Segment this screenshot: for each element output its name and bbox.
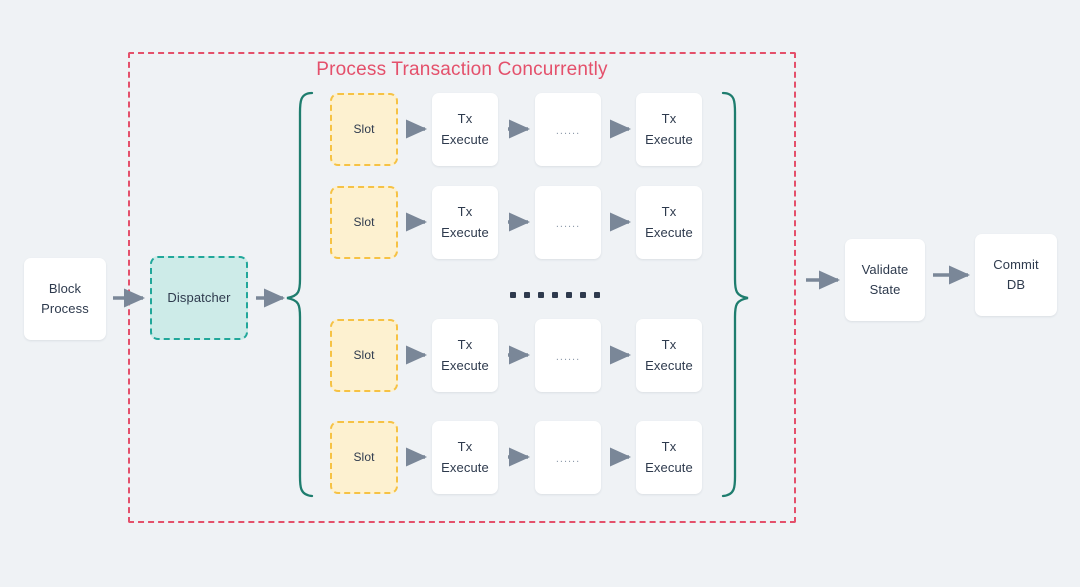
- lane-4-slot[interactable]: Slot: [330, 421, 398, 494]
- lane-2-ellipsis-card[interactable]: ......: [535, 186, 601, 259]
- lane-2-tx-execute-1[interactable]: Tx Execute: [432, 186, 498, 259]
- commit-db-label-line2: DB: [1006, 277, 1026, 292]
- block-process-node[interactable]: Block Process: [24, 258, 106, 340]
- lane-2-slot[interactable]: Slot: [330, 186, 398, 259]
- validate-state-label-line2: State: [869, 282, 901, 297]
- lane-2-tx-execute-2-line1: Tx: [661, 204, 677, 220]
- lane-3-slot[interactable]: Slot: [330, 319, 398, 392]
- lane-2-tx-execute-1-line1: Tx: [457, 204, 473, 220]
- lane-1-tx-execute-1-line1: Tx: [457, 111, 473, 127]
- lane-4-tx-execute-1[interactable]: Tx Execute: [432, 421, 498, 494]
- ellipsis-dot: [510, 292, 516, 298]
- dispatcher-label: Dispatcher: [167, 289, 231, 305]
- validate-state-label-line1: Validate: [861, 261, 909, 277]
- lane-3-tx-execute-1-line1: Tx: [457, 337, 473, 353]
- lane-3-tx-execute-2-line2: Execute: [645, 357, 693, 373]
- ellipsis-dot: [580, 292, 586, 298]
- lane-3-ellipsis-label: ......: [555, 351, 581, 363]
- lane-3-tx-execute-1-line2: Execute: [441, 357, 489, 373]
- lane-4-ellipsis-label: ......: [555, 453, 581, 465]
- lane-4-tx-execute-2-line2: Execute: [645, 459, 693, 475]
- lane-1-ellipsis-label: ......: [555, 125, 581, 137]
- lane-2-ellipsis-label: ......: [555, 218, 581, 230]
- lane-2-slot-label: Slot: [353, 215, 375, 230]
- lane-3-slot-label: Slot: [353, 348, 375, 363]
- lane-3-tx-execute-2-line1: Tx: [661, 337, 677, 353]
- block-process-label-line2: Process: [41, 301, 89, 316]
- lane-3-ellipsis-card[interactable]: ......: [535, 319, 601, 392]
- lane-2-tx-execute-1-line2: Execute: [441, 224, 489, 240]
- commit-db-node[interactable]: Commit DB: [975, 234, 1057, 316]
- lane-4-ellipsis-card[interactable]: ......: [535, 421, 601, 494]
- lane-3-tx-execute-2[interactable]: Tx Execute: [636, 319, 702, 392]
- lanes-gap-ellipsis: [510, 292, 600, 298]
- lane-4-tx-execute-2[interactable]: Tx Execute: [636, 421, 702, 494]
- lane-1-tx-execute-1-line2: Execute: [441, 131, 489, 147]
- ellipsis-dot: [552, 292, 558, 298]
- lane-4-slot-label: Slot: [353, 450, 375, 465]
- lane-4-tx-execute-1-line1: Tx: [457, 439, 473, 455]
- lane-1-tx-execute-2-line1: Tx: [661, 111, 677, 127]
- ellipsis-dot: [538, 292, 544, 298]
- lane-2-tx-execute-2-line2: Execute: [645, 224, 693, 240]
- lane-1-tx-execute-1[interactable]: Tx Execute: [432, 93, 498, 166]
- ellipsis-dot: [566, 292, 572, 298]
- concurrent-region: Process Transaction Concurrently: [128, 52, 796, 523]
- ellipsis-dot: [594, 292, 600, 298]
- ellipsis-dot: [524, 292, 530, 298]
- lane-1-tx-execute-2[interactable]: Tx Execute: [636, 93, 702, 166]
- lane-1-ellipsis-card[interactable]: ......: [535, 93, 601, 166]
- dispatcher-node[interactable]: Dispatcher: [150, 256, 248, 340]
- lane-1-tx-execute-2-line2: Execute: [645, 131, 693, 147]
- block-process-label-line1: Block: [48, 280, 82, 296]
- lane-1-slot-label: Slot: [353, 122, 375, 137]
- concurrent-region-title: Process Transaction Concurrently: [316, 59, 608, 80]
- validate-state-node[interactable]: Validate State: [845, 239, 925, 321]
- lane-3-tx-execute-1[interactable]: Tx Execute: [432, 319, 498, 392]
- lane-1-slot[interactable]: Slot: [330, 93, 398, 166]
- lane-2-tx-execute-2[interactable]: Tx Execute: [636, 186, 702, 259]
- commit-db-label-line1: Commit: [993, 256, 1039, 272]
- lane-4-tx-execute-1-line2: Execute: [441, 459, 489, 475]
- lane-4-tx-execute-2-line1: Tx: [661, 439, 677, 455]
